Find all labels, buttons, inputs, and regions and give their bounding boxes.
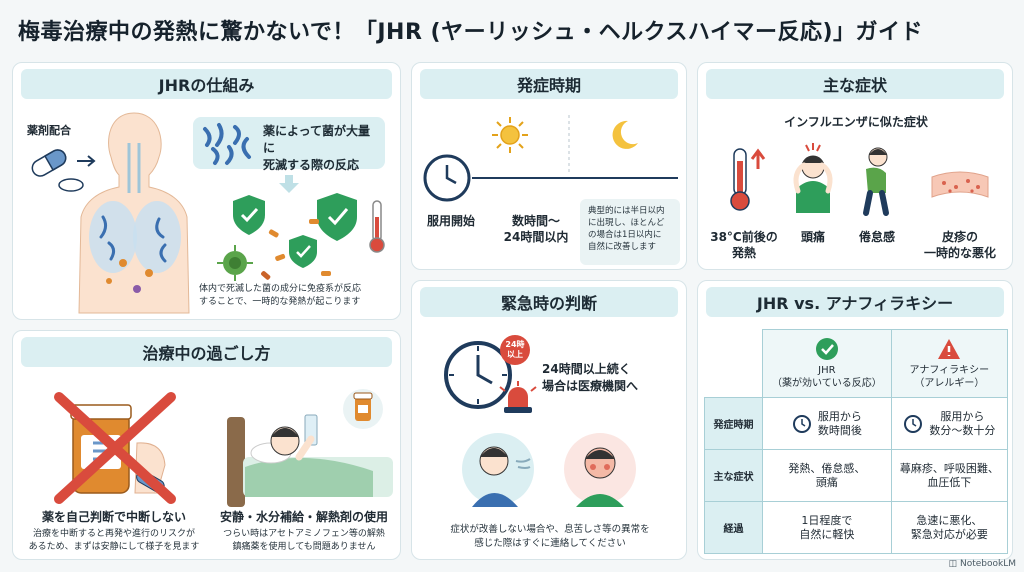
care-heading: 治療中の過ごし方 [21,337,392,367]
table-corner [705,330,763,398]
mechanism-panel: JHRの仕組み 薬剤配合 薬によって菌が大量に 死滅する際の反応 [12,62,401,320]
down-arrow-icon [279,175,299,193]
row-label-onset: 発症時期 [704,397,763,450]
thermometer-icon [730,148,766,211]
breathless-patient-icon [462,433,534,507]
moon-icon [612,120,638,149]
onset-heading: 発症時期 [420,69,678,99]
care-left-desc: 治療を中断すると再発や進行のリスクが あるため、まずは安静にして様子を見ます [28,529,200,552]
emergency-panel: 緊急時の判断 24時 以上 24時間以上続く 場合は医療機関へ 症状が改善しない… [411,280,687,560]
resting-patient-illustration [227,389,393,507]
cell-ana-symptoms: 蕁麻疹、呼吸困難、 血圧低下 [890,449,1009,502]
symptom-label-headache: 頭痛 [800,230,825,244]
fatigue-icon [863,147,889,216]
onset-window-label: 数時間〜 24時間以内 [503,214,569,244]
column-header-jhr-label: JHR （薬が効いている反応） [772,364,882,389]
cell-ana-onset-text: 服用から 数分〜数十分 [929,409,996,437]
symptoms-panel: 主な症状 インフルエンザに似た症状 38°C前後の 発熱 頭痛 倦怠感 皮疹の … [697,62,1013,270]
symptom-label-rash: 皮疹の 一時的な悪化 [923,230,996,260]
clock-icon [423,154,471,202]
symptoms-heading: 主な症状 [706,69,1004,99]
emergency-badge: 24時 以上 [500,335,530,365]
comparison-table: JHR （薬が効いている反応） アナフィラキシー （アレルギー） 発症時期 服用… [704,329,1009,554]
page-title: 梅毒治療中の発熱に驚かないで！「JHR (ヤーリッシュ・ヘルクスハイマー反応)」… [18,20,924,45]
column-header-jhr: JHR （薬が効いている反応） [762,329,892,398]
column-header-anaphylaxis: アナフィラキシー （アレルギー） [890,329,1009,398]
arrow-icon [77,155,96,167]
row-label-symptoms: 主な症状 [704,449,763,502]
footer-text: NotebookLM [959,559,1016,569]
cell-jhr-onset-text: 服用から 数時間後 [817,409,862,437]
emergency-heading: 緊急時の判断 [420,287,678,317]
headache-icon [793,143,833,213]
cell-ana-course: 急速に悪化、 緊急対応が必要 [890,501,1009,554]
body-illustration [78,112,190,314]
drug-label: 薬剤配合 [27,124,71,137]
cell-jhr-onset: 服用から 数時間後 [762,397,892,450]
sun-icon [492,117,528,153]
emergency-text: 24時間以上続く 場合は医療機関へ [542,362,639,393]
row-label-course: 経過 [704,501,763,554]
emergency-bottom-text: 症状が改善しない場合や、息苦しさ等の異常を 感じた際はすぐに連絡してください [450,524,650,549]
comparison-panel: JHR vs. アナフィラキシー JHR （薬が効いている反応） アナフィラキシ… [697,280,1013,560]
notebooklm-logo-icon: ◫ [948,559,960,569]
care-panel: 治療中の過ごし方 薬を自己判断で中断しない 治療を中断すると再発や進行のリスクが… [12,330,401,560]
mechanism-callout: 薬によって菌が大量に 死滅する際の反応 [193,117,385,172]
clock-icon [444,341,512,409]
care-right-title: 安静・水分補給・解熱剤の使用 [219,510,388,524]
onset-panel: 発症時期 服用開始 数時間〜 24時間以内 典型的には半日以内 に出現し、ほとん… [411,62,687,270]
immune-shields-illustration [217,193,385,281]
care-left-title: 薬を自己判断で中断しない [41,510,186,524]
bacteria-icon [203,123,251,165]
alarm-light-icon [499,381,537,413]
onset-start-label: 服用開始 [426,214,475,228]
onset-note: 典型的には半日以内 に出現し、ほとんど の場合は1日以内に 自然に改善します [580,199,680,265]
comparison-heading: JHR vs. アナフィラキシー [706,287,1004,317]
care-right-desc: つらい時はアセトアミノフェン等の解熱 鎮痛薬を使用しても問題ありません [223,529,385,552]
clock-icon [904,414,923,433]
check-circle-icon [815,337,838,360]
capsule-icon [31,149,84,192]
symptom-label-fatigue: 倦怠感 [858,230,895,244]
footer-logo: ◫ NotebookLM [949,559,1016,569]
mechanism-description: 体内で死滅した菌の成分に免疫系が反応 することで、一時的な発熱が起こります [199,284,362,307]
cell-ana-onset: 服用から 数分〜数十分 [890,397,1009,450]
no-stop-medicine-illustration [54,392,176,504]
clock-icon [792,414,811,433]
warning-icon [938,338,961,359]
column-header-anaphylaxis-label: アナフィラキシー （アレルギー） [909,364,990,389]
timeline-line [472,177,678,179]
symptoms-subtitle: インフルエンザに似た症状 [784,115,928,129]
flushed-patient-icon [564,433,636,507]
symptom-label-fever: 38°C前後の 発熱 [710,230,778,260]
cell-jhr-course: 1日程度で 自然に軽快 [762,501,892,554]
timeline-divider [568,115,570,175]
cell-jhr-symptoms: 発熱、倦怠感、 頭痛 [762,449,892,502]
mechanism-heading: JHRの仕組み [21,69,392,99]
rash-icon [931,171,989,198]
